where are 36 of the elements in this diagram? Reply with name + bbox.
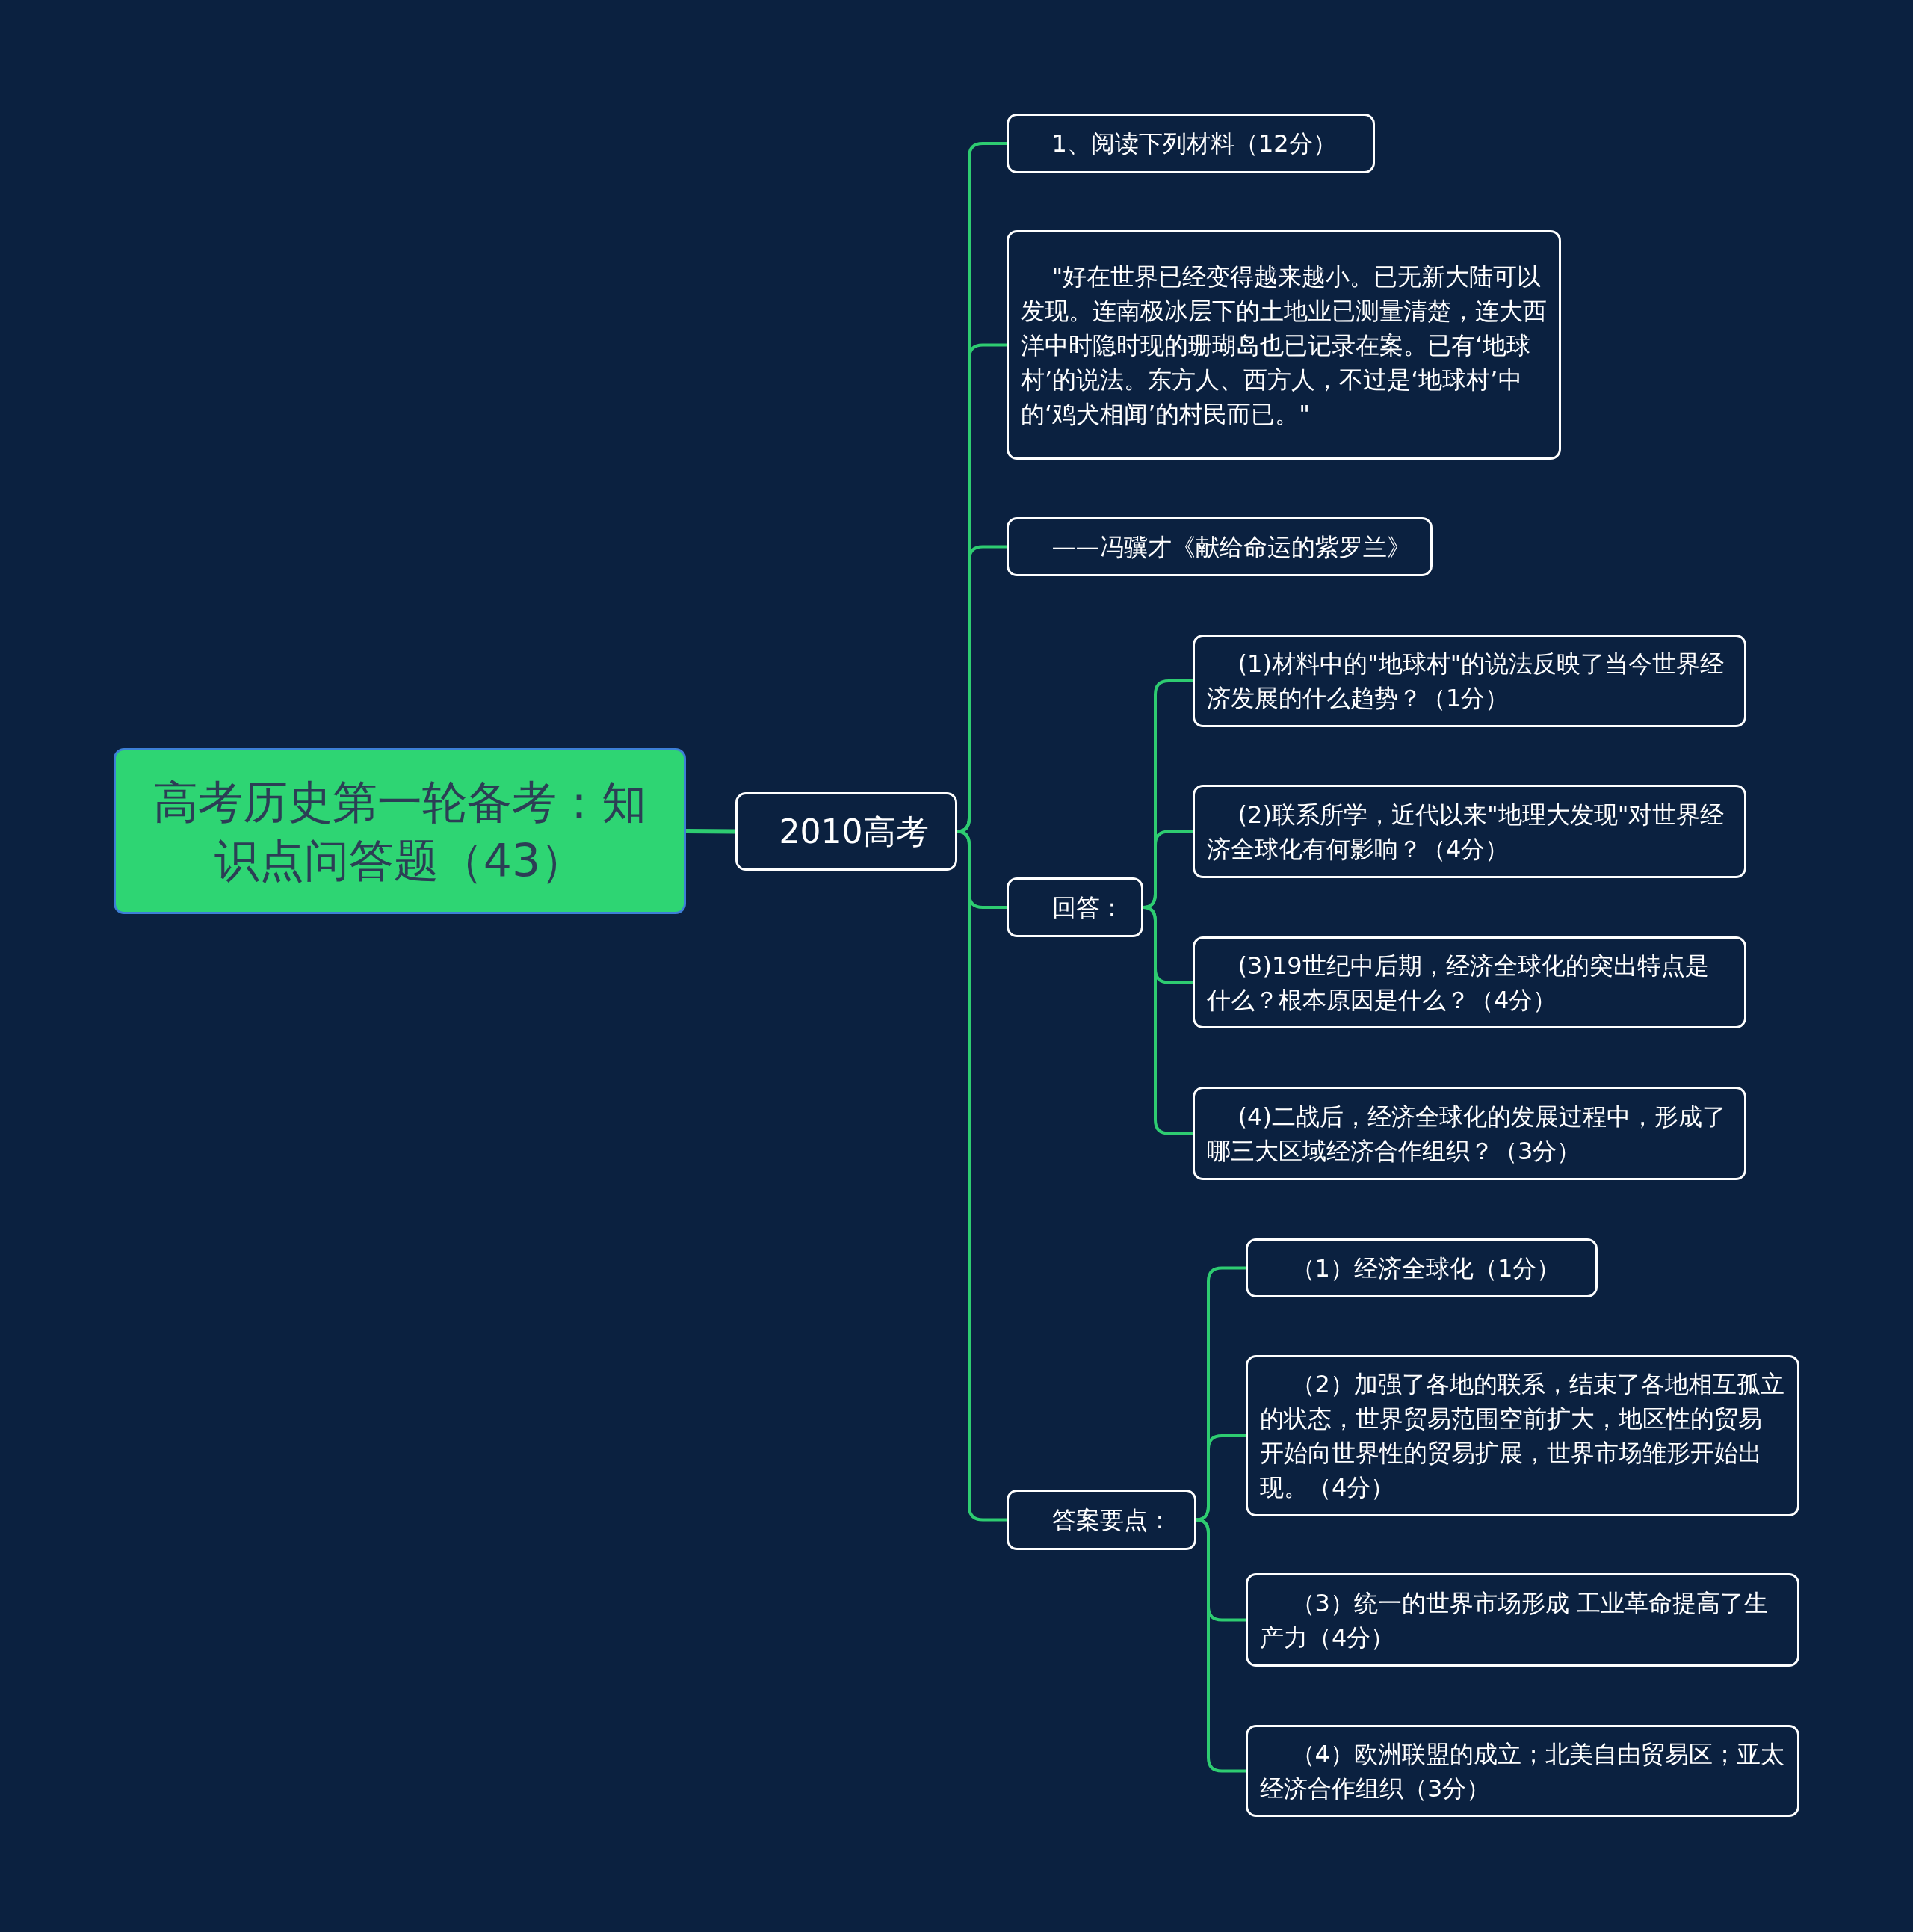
central-topic-box: [114, 748, 686, 914]
topic-box: [1193, 936, 1746, 1028]
topic-text: 1、阅读下列材料（12分）: [1051, 129, 1338, 159]
topic-text: (1)材料中的"地球村"的说法反映了当今世界经济发展的什么趋势？（1分）: [1207, 649, 1725, 714]
topic-text: "好在世界已经变得越来越小。已无新大陆可以发现。连南极冰层下的土地业已测量清楚，连大西洋中时隐时现的珊瑚岛也已记录在案。已有‘地球村’的说法。东方人、西方人，不过是‘地球村’中的‘鸡犬相闻’的村民而已。": [1021, 261, 1547, 430]
topic-text: (3)19世纪中后期，经济全球化的突出特点是什么？根本原因是什么？（4分）: [1207, 950, 1710, 1016]
topic-box: [1193, 635, 1746, 727]
main-topic-box: [735, 792, 957, 871]
topic-text: 高考历史第一轮备考：知识点问答题（43）: [152, 775, 647, 888]
topic-box: [1246, 1725, 1799, 1817]
topic-box: [1246, 1238, 1598, 1297]
topic-text: （4）欧洲联盟的成立；北美自由贸易区；亚太经济合作组织（3分）: [1260, 1738, 1785, 1804]
topic-box: [1193, 785, 1746, 878]
connector-line: [1196, 1434, 1246, 1522]
topic-box: [1007, 114, 1375, 173]
topic-text: （3）统一的世界市场形成 工业革命提高了生产力（4分）: [1260, 1587, 1770, 1653]
connector-line: [956, 830, 1007, 1522]
topic-text: (2)联系所学，近代以来"地理大发现"对世界经济全球化有何影响？（4分）: [1207, 799, 1725, 865]
topic-box: [1246, 1573, 1799, 1667]
topic-box: [1007, 517, 1433, 576]
connector-line: [956, 545, 1007, 833]
topic-text: 回答：: [1051, 892, 1125, 923]
topic-text: (4)二战后，经济全球化的发展过程中，形成了哪三大区域经济合作组织？（3分）: [1207, 1101, 1727, 1167]
topic-box: [1246, 1355, 1799, 1516]
topic-text: 答案要点：: [1051, 1504, 1172, 1536]
topic-text: （1）经济全球化（1分）: [1290, 1253, 1562, 1284]
topic-text: ——冯骥才《献给命运的紫罗兰》: [1051, 531, 1412, 563]
topic-text: （2）加强了各地的联系，结束了各地相互孤立的状态，世界贸易范围空前扩大，地区性的贸易开始向世界性的贸易扩展，世界市场雏形开始出现。（4分）: [1260, 1369, 1785, 1503]
topic-box: [1007, 230, 1561, 460]
topic-box: [1193, 1087, 1746, 1180]
connector-line: [685, 829, 736, 834]
connector-line: [1143, 906, 1193, 1135]
topic-text: 2010高考: [778, 811, 930, 852]
connector-line: [1196, 1518, 1246, 1773]
topic-box: [1007, 1490, 1196, 1550]
topic-box: [1007, 877, 1143, 937]
